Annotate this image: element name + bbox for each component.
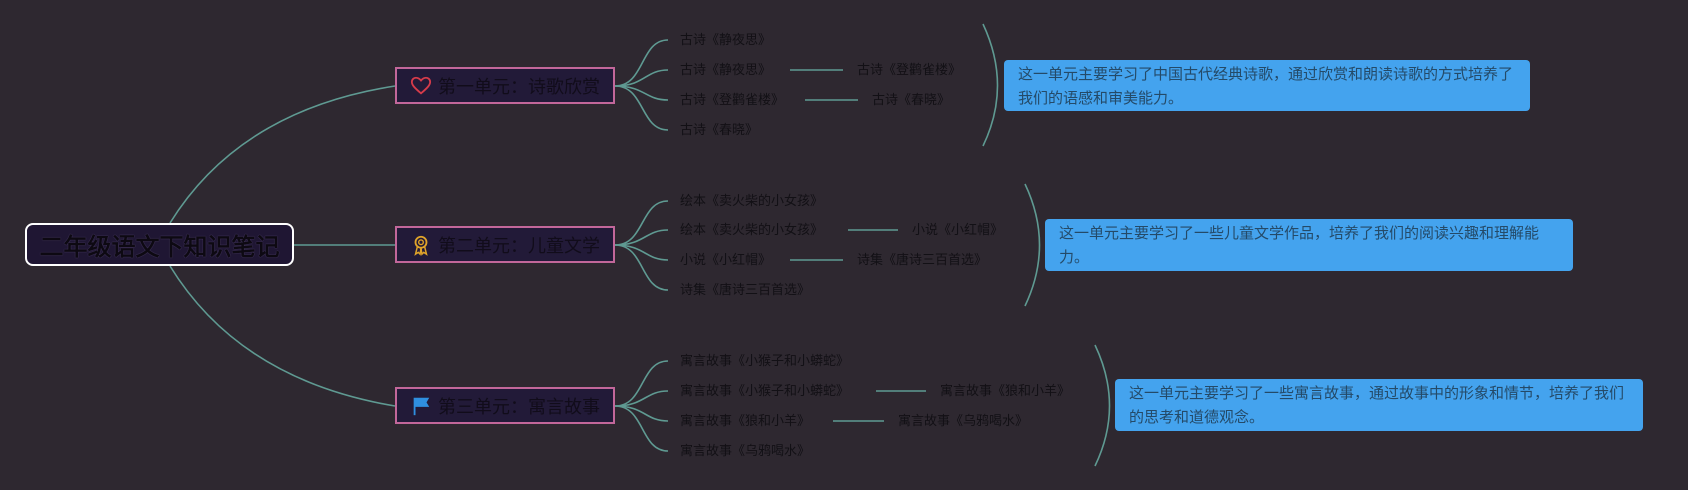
unit-2-item-3[interactable]: 小说《小红帽》 [680,253,772,268]
unit-2-brace [1024,183,1041,307]
unit-2-node[interactable]: 第二单元：儿童文学 [395,226,615,263]
unit-1-item-1[interactable]: 古诗《静夜思》 [680,33,772,48]
unit-3-item-1[interactable]: 寓言故事《小猴子和小蟒蛇》 [680,354,850,369]
unit-2-item-2[interactable]: 绘本《卖火柴的小女孩》 [680,223,824,238]
heart-icon [410,75,432,97]
unit-1-node[interactable]: 第一单元：诗歌欣赏 [395,67,615,104]
unit-3-node[interactable]: 第三单元：寓言故事 [395,387,615,424]
unit-2-title: 第二单元：儿童文学 [438,235,600,257]
unit-3-item-2[interactable]: 寓言故事《小猴子和小蟒蛇》 [680,384,850,399]
unit-2-summary[interactable]: 这一单元主要学习了一些儿童文学作品，培养了我们的阅读兴趣和理解能力。 [1045,219,1573,271]
unit-2-item-1[interactable]: 绘本《卖火柴的小女孩》 [680,194,824,209]
unit-1-link-2-target[interactable]: 古诗《春晓》 [872,93,951,108]
unit-2-fan-line [614,200,669,246]
unit-3-item-3[interactable]: 寓言故事《狼和小羊》 [680,414,811,429]
unit-1-title: 第一单元：诗歌欣赏 [438,76,600,98]
unit-3-link-1-target[interactable]: 寓言故事《狼和小羊》 [940,384,1071,399]
unit-1-fan-line [614,39,669,87]
unit-3-brace [1094,344,1111,467]
unit-1-item-2[interactable]: 古诗《静夜思》 [680,63,772,78]
unit-2-link-1-target[interactable]: 小说《小红帽》 [912,223,1004,238]
unit-3-summary[interactable]: 这一单元主要学习了一些寓言故事，通过故事中的形象和情节，培养了我们的思考和道德观… [1115,379,1643,431]
unit-3-item-4[interactable]: 寓言故事《乌鸦喝水》 [680,444,811,459]
root-title: 二年级语文下知识笔记 [39,233,280,261]
unit-1-item-3[interactable]: 古诗《登鹳雀楼》 [680,93,785,108]
unit-1-summary[interactable]: 这一单元主要学习了中国古代经典诗歌，通过欣赏和朗读诗歌的方式培养了我们的语感和审… [1004,60,1530,111]
flag-icon [410,395,432,417]
unit-1-item-4[interactable]: 古诗《春晓》 [680,123,759,138]
unit-1-brace [982,23,999,147]
unit-3-title: 第三单元：寓言故事 [438,396,600,418]
unit-2-link-2-target[interactable]: 诗集《唐诗三百首选》 [857,253,988,268]
award-ribbon-icon [410,234,432,256]
root-node[interactable]: 二年级语文下知识笔记 [25,223,294,266]
unit-1-link-1-target[interactable]: 古诗《登鹳雀楼》 [857,63,962,78]
unit-3-link-2-target[interactable]: 寓言故事《乌鸦喝水》 [898,414,1029,429]
unit-2-item-4[interactable]: 诗集《唐诗三百首选》 [680,283,811,298]
root-to-unit-1-line [169,85,396,224]
root-to-unit-3-line [169,265,396,407]
unit-3-fan-line [614,360,669,407]
